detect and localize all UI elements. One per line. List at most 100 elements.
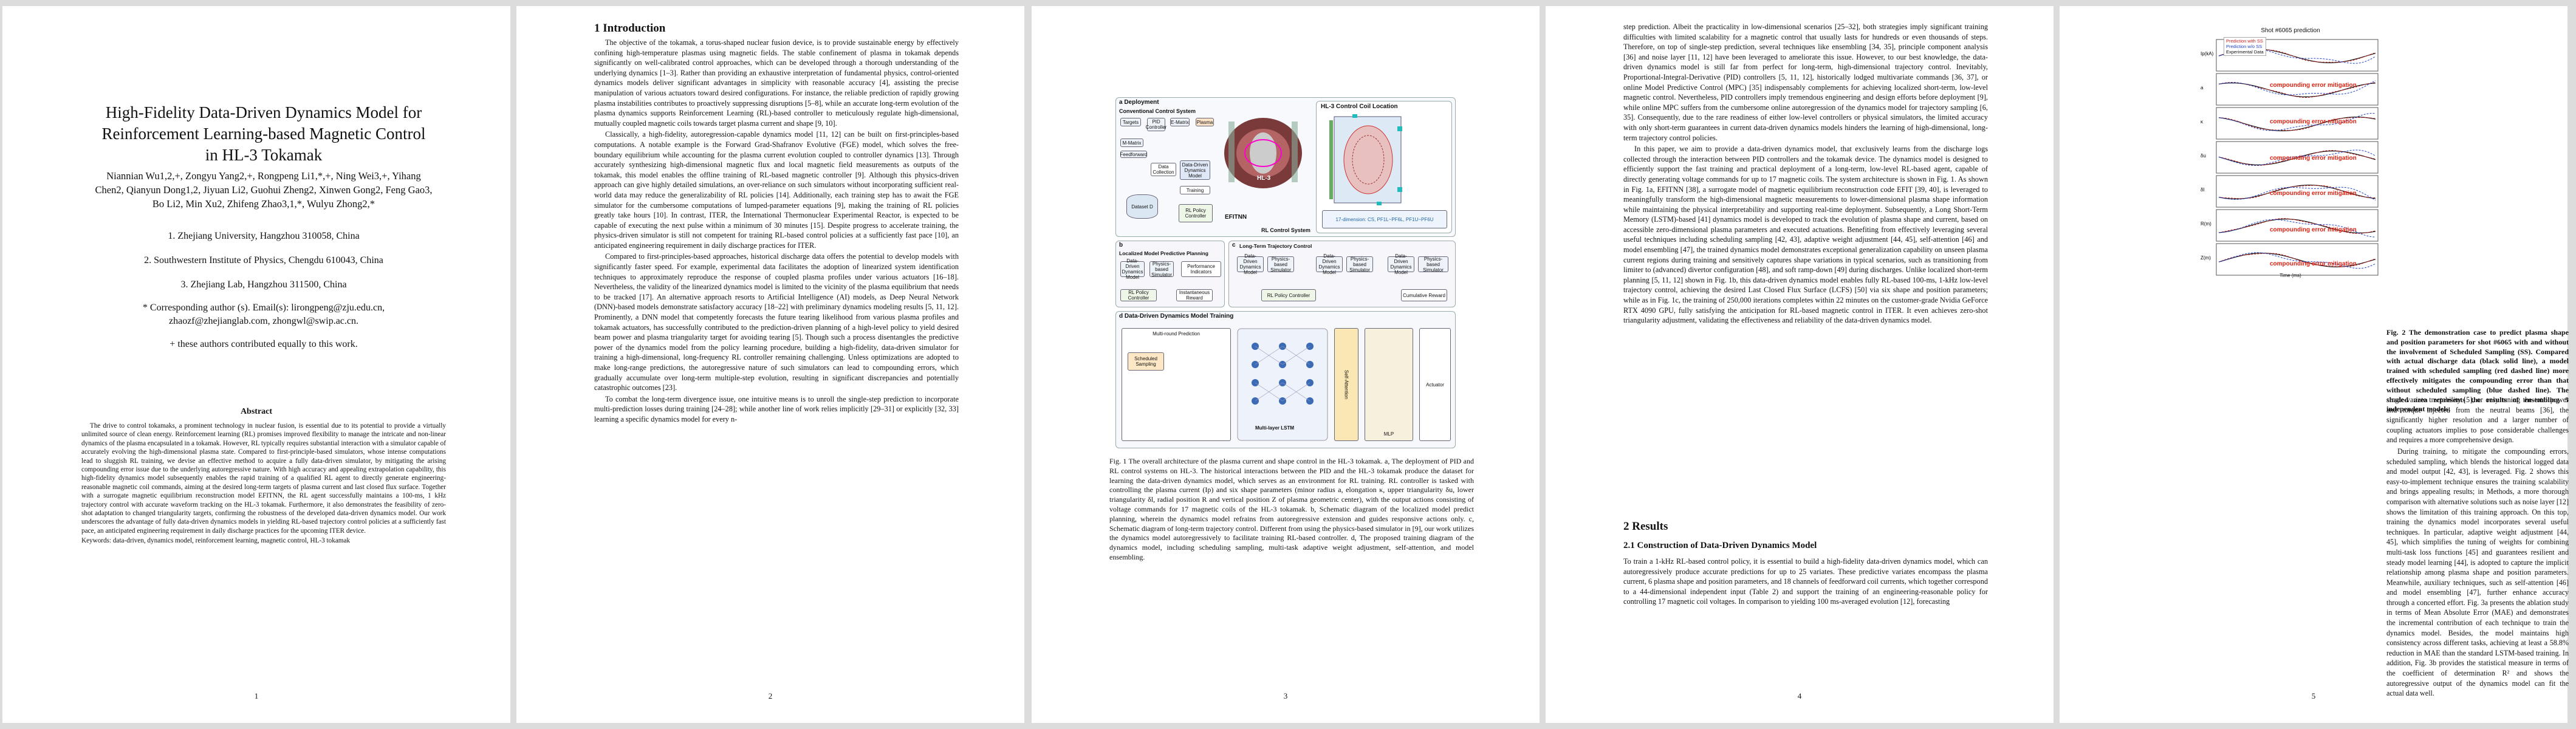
paragraph: Classically, a high-fidelity, autoregres… [594,130,959,250]
keywords: Keywords: data-driven, dynamics model, r… [81,537,351,545]
subplot-series-line [2218,185,2376,199]
lstm-diagram [1237,328,1328,441]
coil-dimension-note: 17-dimension: CS, PF1L~PF6L, PF1U~PF6U [1322,210,1447,228]
conventional-control-label: Conventional Control System [1119,108,1196,114]
plasma-box: Plasma [1196,118,1214,126]
page-number: 3 [1283,691,1288,700]
legend-no-ss: Prediction w/o SS [2226,44,2263,49]
subplot-series-line [2218,149,2376,166]
subplot-frame [2216,175,2379,208]
training-box: Training [1180,186,1210,194]
figure-2-xlabel: Time (ms) [2280,273,2301,278]
c-simulator-box-2: Physics-based Simulator [1346,256,1373,273]
subplot-series-line [2218,219,2376,234]
data-collection-box: Data Collection [1151,163,1176,176]
equal-contribution-note: + these authors contributed equally to t… [170,339,358,349]
figure-2-legend: Prediction with SS Prediction w/o SS Exp… [2224,37,2266,56]
paragraph: Compared to first-principles-based appro… [594,252,959,392]
paragraph: To train a 1-kHz RL-based control policy… [1623,557,1988,606]
subplot-series-line [2218,218,2376,234]
panel-a-label: a Deployment [1119,99,1159,106]
subplot-series-line [2218,48,2376,64]
page-number: 5 [2311,691,2316,700]
section-heading: 1 Introduction [594,22,666,35]
b-reward-box: Instantaneous Reward [1176,289,1213,301]
b-rl-policy-box: RL Policy Controller [1120,289,1157,301]
subplot-ylabel: Z(m) [2201,255,2211,261]
subplot-series-line [2218,187,2376,200]
subplot-ylabel: δu [2201,153,2206,159]
intro-body: The objective of the tokamak, a torus-sh… [594,38,959,426]
subplot-series-line [2218,81,2376,98]
hl3-center-label: HL-3 [1257,175,1271,182]
coil-cross-section [1328,114,1407,205]
subplot-series-line [2218,117,2376,131]
page-4: step prediction. Albeit the practicality… [1546,6,2054,723]
page5-body: single-variate tractability [5], or only… [2386,395,2569,700]
figure-2-caption: Fig. 2 The demonstration case to predict… [2386,328,2569,414]
b-dynamics-model-box: Data-Driven Dynamics Model [1120,258,1145,280]
affiliation-1: 1. Zhejiang University, Hangzhou 310058,… [168,231,360,241]
targets-box: Targets [1120,118,1141,126]
annotation-3: compounding error mitigation [2270,155,2357,162]
subplot-series-line [2218,253,2376,268]
subplot-series-line [2218,80,2376,95]
legend-ss: Prediction with SS [2226,38,2263,44]
tokamak-image [1218,109,1309,200]
c-simulator-box-1: Physics-based Simulator [1267,256,1294,273]
page-number: 4 [1797,691,1802,700]
pid-box: PID Controller [1145,118,1167,131]
feedforward-box: Feedforward [1120,151,1148,158]
affiliation-2: 2. Southwestern Institute of Physics, Ch… [144,255,383,265]
page-number: 1 [254,691,259,700]
subplot-series-line [2218,252,2376,269]
panel-b-title: Localized Model Predictive Planning [1119,250,1208,256]
c-rl-policy-box: RL Policy Controller [1261,289,1316,301]
page-2: 1 Introduction The objective of the toka… [516,6,1024,723]
rl-control-system-label: RL Control System [1261,227,1310,233]
dynamics-model-box: Data-Driven Dynamics Model [1180,160,1210,180]
c-cumulative-reward-box: Cumulative Reward [1401,289,1447,301]
mlp-box: MLP [1365,328,1413,441]
subplot-frame [2216,209,2379,242]
subplot-series-line [2218,219,2376,238]
panel-c-title: Long-Term Trajectory Control [1239,243,1312,249]
section-heading: 2 Results [1623,520,1668,533]
paragraph: The objective of the tokamak, a torus-sh… [594,38,959,128]
subplot-ylabel: Ip(kA) [2201,51,2214,56]
page-1: High-Fidelity Data-Driven Dynamics Model… [2,6,510,723]
paragraph: In this paper, we aim to provide a data-… [1623,145,1988,325]
b-performance-box: Performance Indicators [1181,261,1221,277]
subplot-series-line [2218,185,2376,199]
actuator-box: Actuator [1419,328,1451,441]
c-dynamics-model-box-1: Data-Driven Dynamics Model [1237,253,1264,275]
multi-round-box: Multi-round Prediction [1122,328,1231,441]
panel-c-label: c [1232,242,1236,248]
page4-body-bottom: To train a 1-kHz RL-based control policy… [1623,556,1988,608]
c-dynamics-model-box-3: Data-Driven Dynamics Model [1388,253,1414,275]
page-number: 2 [768,691,773,700]
coil-legend [1411,175,1447,199]
b-simulator-box: Physics-based Simulator [1149,261,1174,278]
paragraph: During training, to mitigate the compoun… [2386,447,2569,698]
subplot-series-line [2218,149,2376,166]
paragraph: step prediction. Albeit the practicality… [1623,22,1988,142]
c-simulator-box-3: Physics-based Simulator [1418,256,1448,273]
page-3: a Deployment Conventional Control System… [1032,6,1540,723]
paper-title: High-Fidelity Data-Driven Dynamics Model… [101,103,426,164]
annotation-4: compounding error mitigation [2270,190,2357,197]
efitnn-label: EFITNN [1225,214,1247,221]
subplot-series-line [2218,112,2376,131]
page4-body-top: step prediction. Albeit the practicality… [1623,22,1988,327]
subplot-ylabel: a [2201,85,2204,91]
coil-location-title: HL-3 Control Coil Location [1321,103,1398,110]
affiliation-3: 3. Zhejiang Lab, Hangzhou 311500, China [180,279,347,290]
lstm-label: Multi-layer LSTM [1255,425,1295,431]
panel-b-label: b [1119,242,1123,248]
subplot-ylabel: R(m) [2201,221,2211,227]
paragraph: To combat the long-term divergence issue… [594,394,959,423]
m-matrix-box: M-Matrix [1120,139,1143,147]
legend-exp: Experimental Data [2226,49,2264,55]
